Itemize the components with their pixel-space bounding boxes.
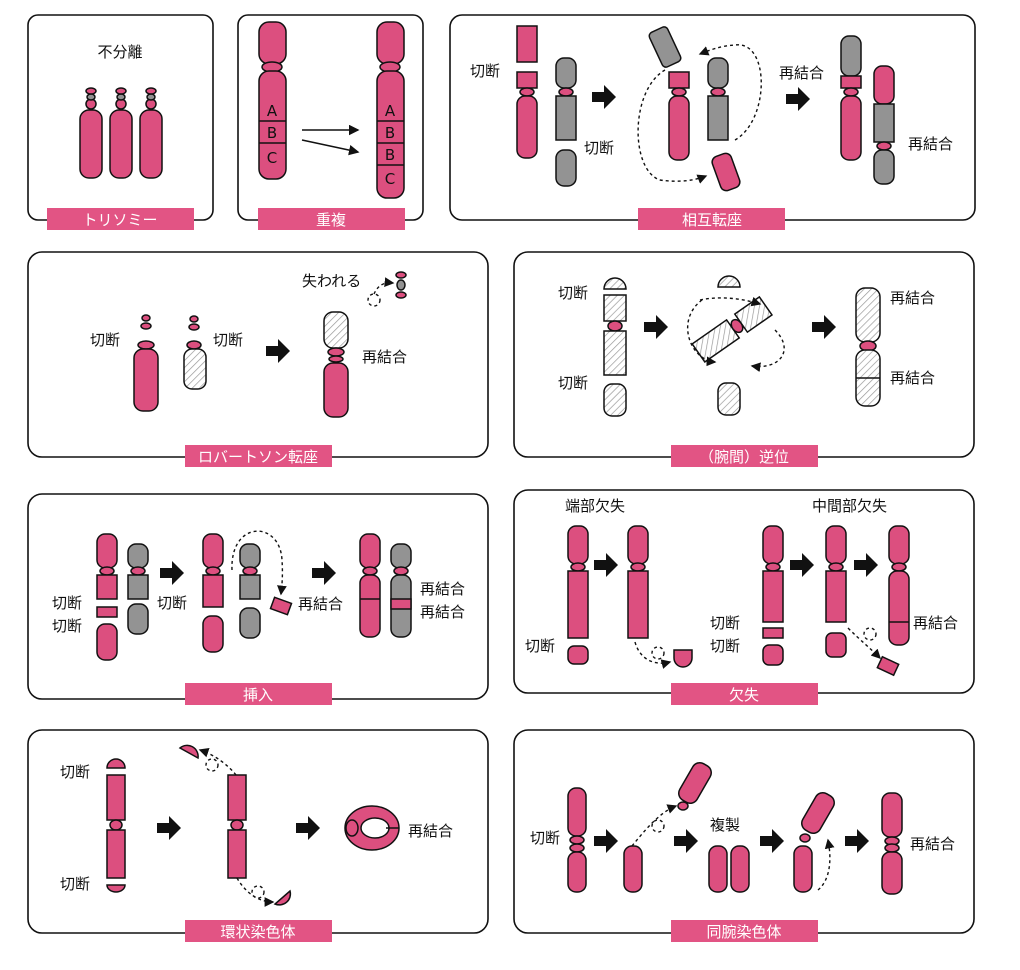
rejoin-label-1: 再結合: [420, 580, 465, 598]
caption-robertsonian: ロバートソン転座: [198, 448, 318, 466]
break-label-1: 切断: [558, 284, 588, 302]
arrow-right-1: [594, 553, 618, 577]
arrow-2: [301, 139, 360, 156]
interstitial-deletion-label: 中間部欠失: [812, 497, 887, 515]
break-label: 切断: [530, 829, 560, 847]
panel-reciprocal-translocation: 切断 切断 再結合 再結合 相互転座: [449, 14, 976, 230]
break-label-1: 切断: [470, 62, 500, 80]
break-label-2: 切断: [710, 614, 740, 632]
arrow-right-2: [786, 87, 810, 111]
arrow-right-2: [312, 561, 336, 585]
rejoin-label: 再結合: [910, 835, 955, 853]
panel-duplication: A B C A B B C 重複: [237, 14, 424, 230]
break-label-1: 切断: [90, 331, 120, 349]
band-b-label-3: B: [385, 146, 395, 164]
break-label-3: 切断: [710, 637, 740, 655]
break-label-1: 切断: [52, 594, 82, 612]
chromosome-original: A B C: [258, 21, 287, 180]
arrow-right: [266, 339, 290, 363]
break-label-2: 切断: [584, 139, 614, 157]
band-b-label-2: B: [385, 124, 395, 142]
rejoin-label: 再結合: [362, 348, 407, 366]
arrow-right-1: [160, 561, 184, 585]
band-b-label: B: [267, 124, 277, 142]
break-label-3: 切断: [157, 594, 187, 612]
rejoin-label-1: 再結合: [890, 289, 935, 307]
chromosome-2: [109, 87, 133, 179]
arrow-right-1: [644, 315, 668, 339]
arrow-right-1: [594, 829, 618, 853]
rejoin-label-mid: 再結合: [298, 595, 343, 613]
caption-deletion: 欠失: [729, 686, 759, 704]
break-label-2: 切断: [213, 331, 243, 349]
arrow-right-3: [854, 553, 878, 577]
arrow-right-1: [592, 85, 616, 109]
caption-duplication: 重複: [316, 211, 346, 229]
band-a-label: A: [267, 102, 278, 120]
rejoin-label-2: 再結合: [420, 603, 465, 621]
caption-reciprocal-translocation: 相互転座: [682, 211, 742, 229]
chromosome-3: [139, 87, 163, 179]
break-label-2: 切断: [52, 617, 82, 635]
panel-inversion: 切断 切断 再結合 再結合 （腕間）逆位: [513, 251, 975, 467]
caption-isochromosome: 同腕染色体: [706, 923, 781, 941]
caption-ring-chromosome: 環状染色体: [220, 923, 295, 941]
replicate-label: 複製: [710, 816, 740, 834]
arrow-right-2: [296, 816, 320, 840]
panel-trisomy: 不分離 トリソミー: [27, 14, 214, 230]
panel-robertsonian-translocation: 切断 切断 失われる 再結合 ロバートソン転座: [27, 251, 489, 467]
caption-insertion: 挿入: [243, 686, 273, 704]
rejoin-label-2: 再結合: [890, 369, 935, 387]
rejoin-label-1: 再結合: [779, 64, 824, 82]
band-c-label-2: C: [385, 170, 395, 188]
terminal-deletion-label: 端部欠失: [565, 497, 625, 515]
break-label-2: 切断: [60, 875, 90, 893]
break-label-1: 切断: [60, 763, 90, 781]
rejoin-label-2: 再結合: [908, 135, 953, 153]
arrow-right-4: [845, 829, 869, 853]
chromosome-1: [79, 87, 103, 179]
band-a-label-2: A: [385, 102, 396, 120]
caption-trisomy: トリソミー: [82, 211, 157, 229]
band-c-label: C: [267, 149, 277, 167]
panel-insertion: 切断 切断 切断 再結合 再結合 再結合 挿入: [27, 493, 489, 705]
arrow-right-2: [674, 829, 698, 853]
arrow-right-2: [812, 315, 836, 339]
arrow-right-2: [790, 553, 814, 577]
break-label-1: 切断: [525, 637, 555, 655]
lost-label: 失われる: [302, 272, 361, 290]
nondisjunction-label: 不分離: [97, 43, 142, 61]
panel-deletion: 端部欠失 中間部欠失 切断 切断 切断 再結合 欠失: [513, 489, 975, 705]
panel-isochromosome: 切断 複製 再結合 同腕染色体: [513, 729, 975, 942]
break-label-2: 切断: [558, 374, 588, 392]
caption-inversion: （腕間）逆位: [699, 448, 789, 466]
arrow-right-1: [157, 816, 181, 840]
rejoin-label: 再結合: [913, 614, 958, 632]
panel-ring-chromosome: 切断 切断 再結合 環状染色体: [27, 729, 489, 942]
rejoin-label: 再結合: [408, 822, 453, 840]
chromosome-duplicated: A B B C: [376, 21, 405, 199]
arrow-right-3: [760, 829, 784, 853]
